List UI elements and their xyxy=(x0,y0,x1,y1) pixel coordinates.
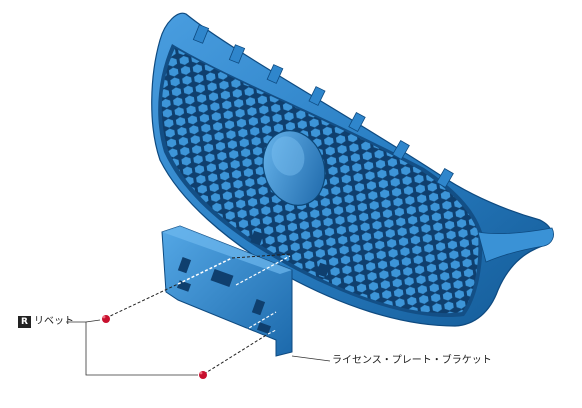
rivet-badge: R xyxy=(18,316,31,328)
bracket-label: ライセンス・プレート・ブラケット xyxy=(332,355,492,366)
rivet-leader-branch xyxy=(85,319,101,323)
grille-side-wing xyxy=(477,227,554,263)
hidden-guide-lines xyxy=(231,255,291,339)
rivet-icon xyxy=(102,315,110,323)
rivet-icon xyxy=(199,371,207,379)
leader-lines xyxy=(66,319,331,376)
emblem-highlight xyxy=(271,136,305,176)
mounting-tabs xyxy=(192,24,454,188)
bracket-callout: ライセンス・プレート・ブラケット xyxy=(332,355,492,367)
rivet-label: リベット xyxy=(34,316,74,327)
bracket-top-edge xyxy=(162,226,292,274)
bracket-leader xyxy=(291,355,331,362)
rivet-guide-lines xyxy=(105,253,293,375)
bracket-mount-slots xyxy=(250,230,330,278)
emblem xyxy=(262,130,326,206)
bracket-slots xyxy=(176,257,272,334)
license-plate-bracket xyxy=(161,225,330,357)
rivet-leader xyxy=(66,321,198,376)
